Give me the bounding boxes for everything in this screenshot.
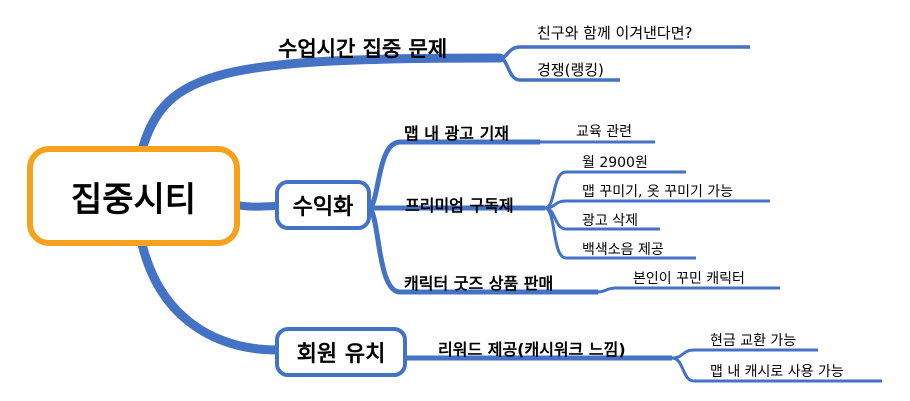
edge-root-retention — [137, 239, 283, 355]
leaf-own-character[interactable]: 본인이 꾸민 캐릭터 — [633, 271, 745, 287]
subtopic-premium-subscription[interactable]: 프리미엄 구독제 — [405, 196, 514, 215]
subtopic-character-goods[interactable]: 캐릭터 굿즈 상품 판매 — [404, 274, 554, 293]
edge-root-revenue — [232, 201, 282, 211]
edge-premium-leaf-2 — [544, 199, 770, 210]
edge-premium-leaf-4 — [544, 206, 696, 260]
edge-reward-leaf-2 — [671, 356, 882, 383]
edge-goods-leaf — [597, 286, 780, 294]
edge-focus-leaf-1 — [499, 45, 750, 60]
leaf-in-map-cash[interactable]: 맵 내 캐시로 사용 가능 — [710, 364, 844, 380]
leaf-cash-exchange[interactable]: 현금 교환 가능 — [710, 333, 797, 349]
leaf-remove-ads[interactable]: 광고 삭제 — [582, 213, 638, 229]
edge-focus-leaf-2 — [499, 56, 620, 82]
topic-revenue[interactable]: 수익화 — [275, 180, 371, 230]
leaf-white-noise[interactable]: 백색소음 제공 — [582, 242, 664, 258]
leaf-ranking[interactable]: 경쟁(랭킹) — [537, 61, 604, 79]
topic-member-retention[interactable]: 회원 유치 — [275, 327, 407, 377]
edge-reward-leaf-1 — [671, 348, 818, 360]
subtopic-in-map-ads[interactable]: 맵 내 광고 기재 — [404, 124, 510, 143]
edge-revenue-ads — [366, 139, 540, 211]
edge-root-focus — [137, 53, 505, 155]
leaf-education[interactable]: 교육 관련 — [576, 124, 632, 140]
leaf-with-friends[interactable]: 친구와 함께 이겨낸다면? — [537, 24, 693, 42]
root-node[interactable]: 집중시티 — [27, 146, 240, 246]
leaf-customize-map-outfit[interactable]: 맵 꾸미기, 옷 꾸미기 가능 — [582, 184, 734, 200]
leaf-monthly-price[interactable]: 월 2900원 — [582, 155, 648, 171]
topic-focus-problem[interactable]: 수업시간 집중 문제 — [278, 37, 448, 61]
subtopic-reward[interactable]: 리워드 제공(캐시워크 느낌) — [438, 340, 626, 359]
edge-revenue-goods — [366, 205, 598, 295]
